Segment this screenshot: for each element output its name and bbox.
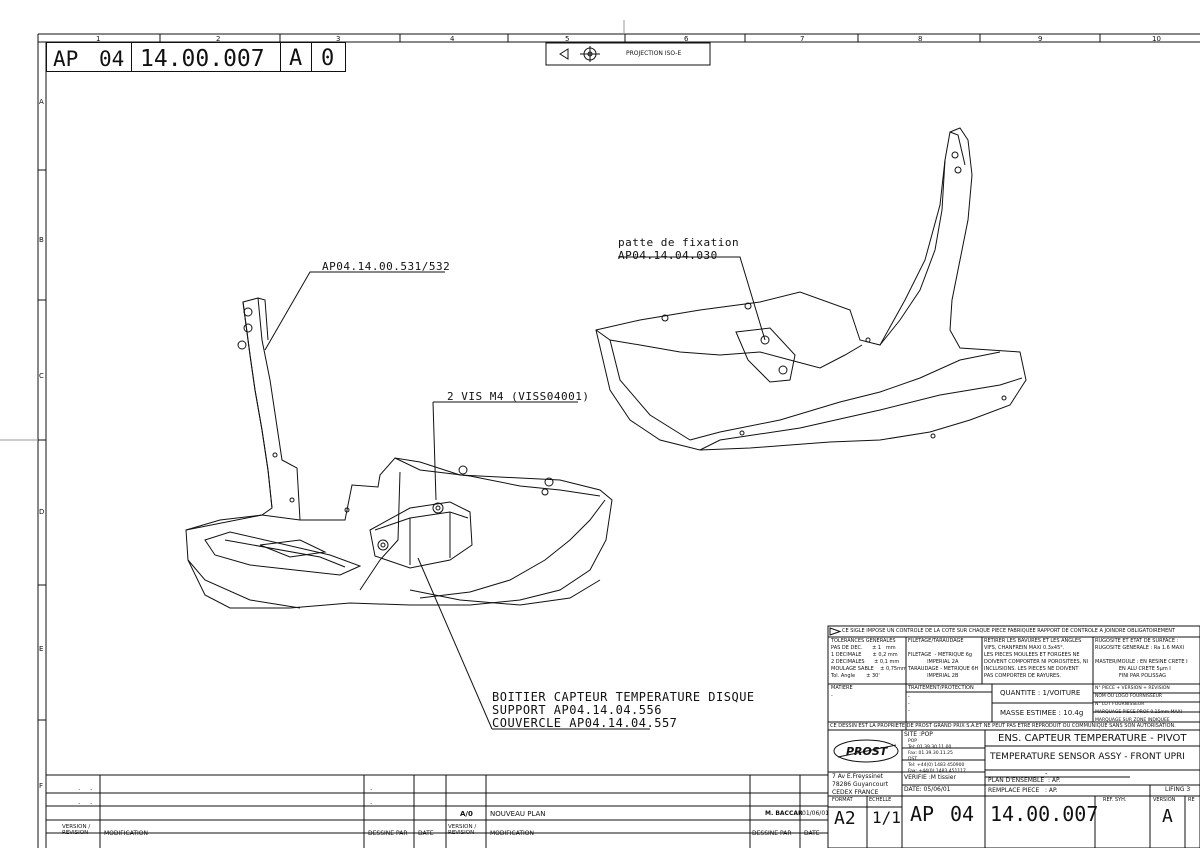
grid-row-c: C — [39, 372, 44, 380]
tb-ref-syh: REF. SYH. — [1103, 797, 1127, 803]
tb-treatment-label: TRAITEMENT/PROTECTION — [908, 685, 974, 691]
rev-row2-dot2: . — [90, 798, 93, 806]
grid-col-7: 7 — [800, 35, 805, 43]
tb-threading: FILETAGE/TARAUDAGE FILETAGE - METRIQUE 6… — [908, 638, 979, 679]
tb-scale-label: ECHELLE — [869, 797, 892, 803]
tb-format-label: FORMAT — [832, 797, 853, 803]
label-support: SUPPORT AP04.14.04.556 — [492, 703, 662, 717]
label-cover: COUVERCLE AP04.14.04.557 — [492, 716, 678, 730]
grid-col-2: 2 — [216, 35, 221, 43]
projection-label: PROJECTION ISO-E — [626, 50, 682, 57]
tb-lifing: LIFING 3 — [1165, 786, 1191, 793]
grid-col-3: 3 — [336, 35, 341, 43]
rev-row1-dot2: . — [90, 784, 93, 792]
rev-col-date: DATE — [418, 830, 434, 837]
label-fixing-tab-ref: AP04.14.04.030 — [618, 249, 718, 262]
rev-row1-dot: . — [78, 784, 81, 792]
prost-logo: PROST — [846, 745, 888, 758]
tb-tolerances: TOLERANCES GENERALES PAS DE DEC. ± 1 mm … — [831, 638, 907, 679]
tb-property: CE DESSIN EST LA PROPRIETE DE PROST GRAN… — [830, 723, 1176, 729]
rev-col-version-2: VERSION / REVISION — [448, 824, 477, 836]
label-fixing-tab: patte de fixation — [618, 236, 740, 249]
rev-entry-drawn-by: M. BACCAR — [765, 810, 803, 817]
rev-col-modification: MODIFICATION — [104, 830, 148, 837]
label-bracket-ref: AP04.14.00.531/532 — [322, 260, 451, 273]
grid-row-f: F — [39, 782, 44, 790]
tb-title-en: TEMPERATURE SENSOR ASSY - FRONT UPRI — [990, 752, 1185, 762]
tb-contacts: POP Tel: 01.39.30.11.00 Fax: 01.39.30.11… — [908, 739, 966, 774]
grid-col-4: 4 — [450, 35, 455, 43]
header-rev-letter-box: A — [280, 42, 312, 72]
label-screws: 2 VIS M4 (VISS04001) — [447, 390, 590, 403]
rev-row2-dot3: . — [370, 798, 373, 806]
tb-marking: N° PIECE + VERSION + REVISION NOM OU LOG… — [1095, 686, 1182, 723]
rev-row2-dot: . — [78, 798, 81, 806]
revision-letter: A — [289, 46, 303, 71]
tb-treatment-value: - - - — [908, 694, 910, 714]
tb-title-fr: ENS. CAPTEUR TEMPERATURE - PIVOT — [998, 733, 1187, 744]
tb-notice: CE SIGLE IMPOSE UN CONTROLE DE LA COTE S… — [842, 628, 1176, 634]
header-rev-index-box: 0 — [311, 42, 346, 72]
rev-col-drawn-by-2: DESSINE PAR — [752, 830, 792, 837]
tb-date: DATE: 05/06/01 — [904, 786, 951, 793]
tb-scale-value: 1/1 — [872, 808, 901, 827]
grid-col-1: 1 — [96, 35, 101, 43]
tb-checked: VERIFIE :M tissier — [904, 774, 956, 781]
tb-version-label: VERSION — [1153, 797, 1176, 803]
grid-row-e: E — [39, 645, 44, 653]
rev-entry-version: A/0 — [460, 810, 473, 818]
grid-row-d: D — [39, 508, 45, 516]
rev-entry-date: 01/06/01 — [802, 810, 829, 817]
tb-deburr: RETIRER LES BAVURES ET LES ANGLES VIFS, … — [984, 638, 1089, 679]
tb-quantity: QUANTITE : 1/VOITURE — [1000, 689, 1081, 697]
tb-assembly-plan: PLAN D'ENSEMBLE : AP. — [988, 777, 1061, 784]
rev-col-modification-2: MODIFICATION — [490, 830, 534, 837]
tb-format-value: A2 — [834, 808, 856, 829]
header-number-box: 14.00.007 — [131, 42, 281, 72]
tb-rev-abbrev: RE — [1188, 797, 1195, 803]
tb-drawing-number: 14.00.007 — [990, 802, 1099, 826]
grid-col-6: 6 — [684, 35, 689, 43]
tb-roughness: RUGOSITE ET ETAT DE SURFACE : RUGOSITE G… — [1095, 638, 1188, 679]
rev-col-date-2: DATE — [804, 830, 820, 837]
tb-drawing-group: 04 — [950, 802, 975, 826]
tb-material-label: MATIERE — [831, 685, 853, 691]
tb-address: 7 Av E.Freyssinet 78286 Guyancourt CEDEX… — [832, 773, 889, 796]
grid-col-8: 8 — [918, 35, 923, 43]
rev-col-drawn-by: DESSINE PAR — [368, 830, 408, 837]
tb-site: SITE :POP — [904, 731, 933, 738]
grid-col-10: 10 — [1152, 35, 1161, 43]
grid-col-9: 9 — [1038, 35, 1043, 43]
grid-row-b: B — [39, 236, 44, 244]
rev-entry-modification: NOUVEAU PLAN — [490, 810, 546, 818]
tb-material-value: - — [831, 693, 833, 699]
drawing-number: 14.00.007 — [140, 46, 265, 72]
tb-drawing-prefix: AP — [910, 802, 935, 826]
drawing-prefix: AP — [53, 47, 79, 71]
tb-version-value: A — [1162, 806, 1173, 827]
drawing-group: 04 — [99, 47, 125, 71]
label-sensor-box: BOITIER CAPTEUR TEMPERATURE DISQUE — [492, 690, 755, 704]
rev-col-version: VERSION / REVISION — [62, 824, 91, 836]
grid-col-5: 5 — [565, 35, 570, 43]
header-prefix-box: AP 04 — [46, 42, 132, 72]
tb-replaces: REMPLACE PIECE : AP. — [988, 787, 1058, 794]
tb-dash: - — [1045, 770, 1048, 778]
rev-row1-dot3: . — [370, 784, 373, 792]
revision-index: 0 — [321, 46, 335, 71]
grid-row-a: A — [39, 98, 44, 106]
tb-mass: MASSE ESTIMEE : 10.4g — [1000, 709, 1084, 717]
